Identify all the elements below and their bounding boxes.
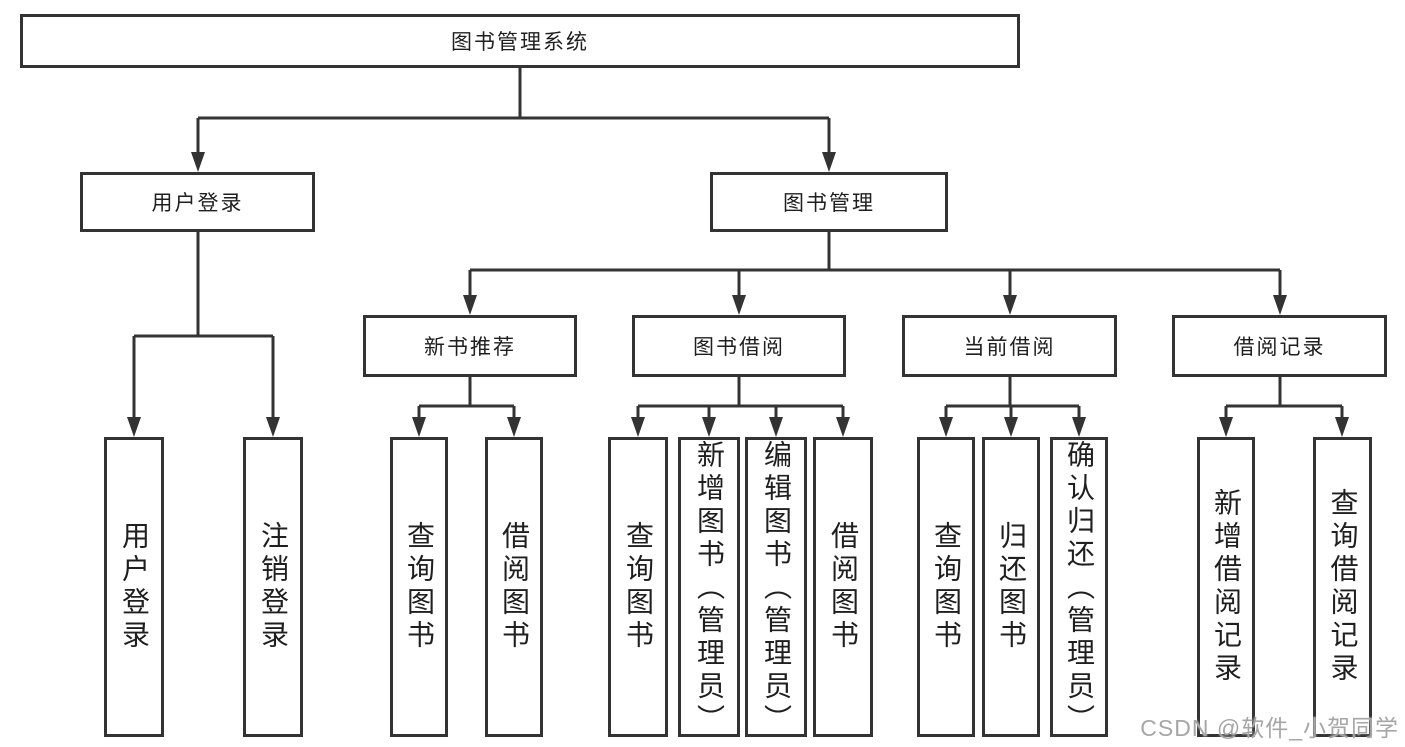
node-label: 新书推荐 <box>424 336 516 359</box>
leaf-borrow-books: 借阅图书 <box>485 437 543 737</box>
node-label: 查询借阅记录 <box>1327 488 1359 686</box>
leaf-confirm-return-admin: 确认归还（管理员） <box>1050 437 1108 737</box>
leaf-add-book-admin: 新增图书（管理员） <box>678 437 740 737</box>
leaf-borrow-books: 借阅图书 <box>813 437 873 737</box>
node-label: 注销登录 <box>258 521 289 653</box>
leaf-user-login: 用户登录 <box>104 437 164 737</box>
leaf-query-books: 查询图书 <box>390 437 448 737</box>
leaf-add-borrow-record: 新增借阅记录 <box>1197 437 1255 737</box>
leaf-return-book: 归还图书 <box>982 437 1040 737</box>
node-label: 借阅图书 <box>499 521 530 653</box>
node-label: 归还图书 <box>996 521 1027 653</box>
node-label: 新增图书（管理员） <box>694 440 725 737</box>
node-book-borrowing: 图书借阅 <box>632 315 846 377</box>
node-label: 新增借阅记录 <box>1211 488 1242 686</box>
node-label: 查询图书 <box>931 521 962 653</box>
leaf-query-borrow-record: 查询借阅记录 <box>1313 437 1372 737</box>
node-book-management: 图书管理 <box>710 172 948 232</box>
node-borrowing-records: 借阅记录 <box>1172 315 1387 377</box>
node-label: 查询图书 <box>623 521 654 653</box>
node-label: 确认归还（管理员） <box>1064 440 1095 737</box>
node-label: 借阅记录 <box>1233 336 1326 359</box>
node-label: 当前借阅 <box>963 336 1056 359</box>
leaf-query-books: 查询图书 <box>608 437 668 737</box>
node-current-borrowing: 当前借阅 <box>902 315 1117 377</box>
node-label: 用户登录 <box>151 192 244 215</box>
leaf-edit-book-admin: 编辑图书（管理员） <box>745 437 807 737</box>
node-root-library-system: 图书管理系统 <box>20 14 1020 68</box>
node-label: 图书借阅 <box>693 336 785 359</box>
leaf-logout: 注销登录 <box>243 437 303 737</box>
node-new-book-recommend: 新书推荐 <box>363 315 577 377</box>
node-label: 编辑图书（管理员） <box>761 440 792 737</box>
node-label: 图书管理 <box>783 192 875 215</box>
leaf-query-books: 查询图书 <box>917 437 975 737</box>
node-label: 图书管理系统 <box>451 31 589 54</box>
csdn-watermark: CSDN @软件_小贺同学 <box>1140 715 1399 741</box>
node-label: 借阅图书 <box>828 521 859 653</box>
node-label: 用户登录 <box>119 521 150 653</box>
node-label: 查询图书 <box>404 521 435 653</box>
node-user-login: 用户登录 <box>80 172 315 232</box>
